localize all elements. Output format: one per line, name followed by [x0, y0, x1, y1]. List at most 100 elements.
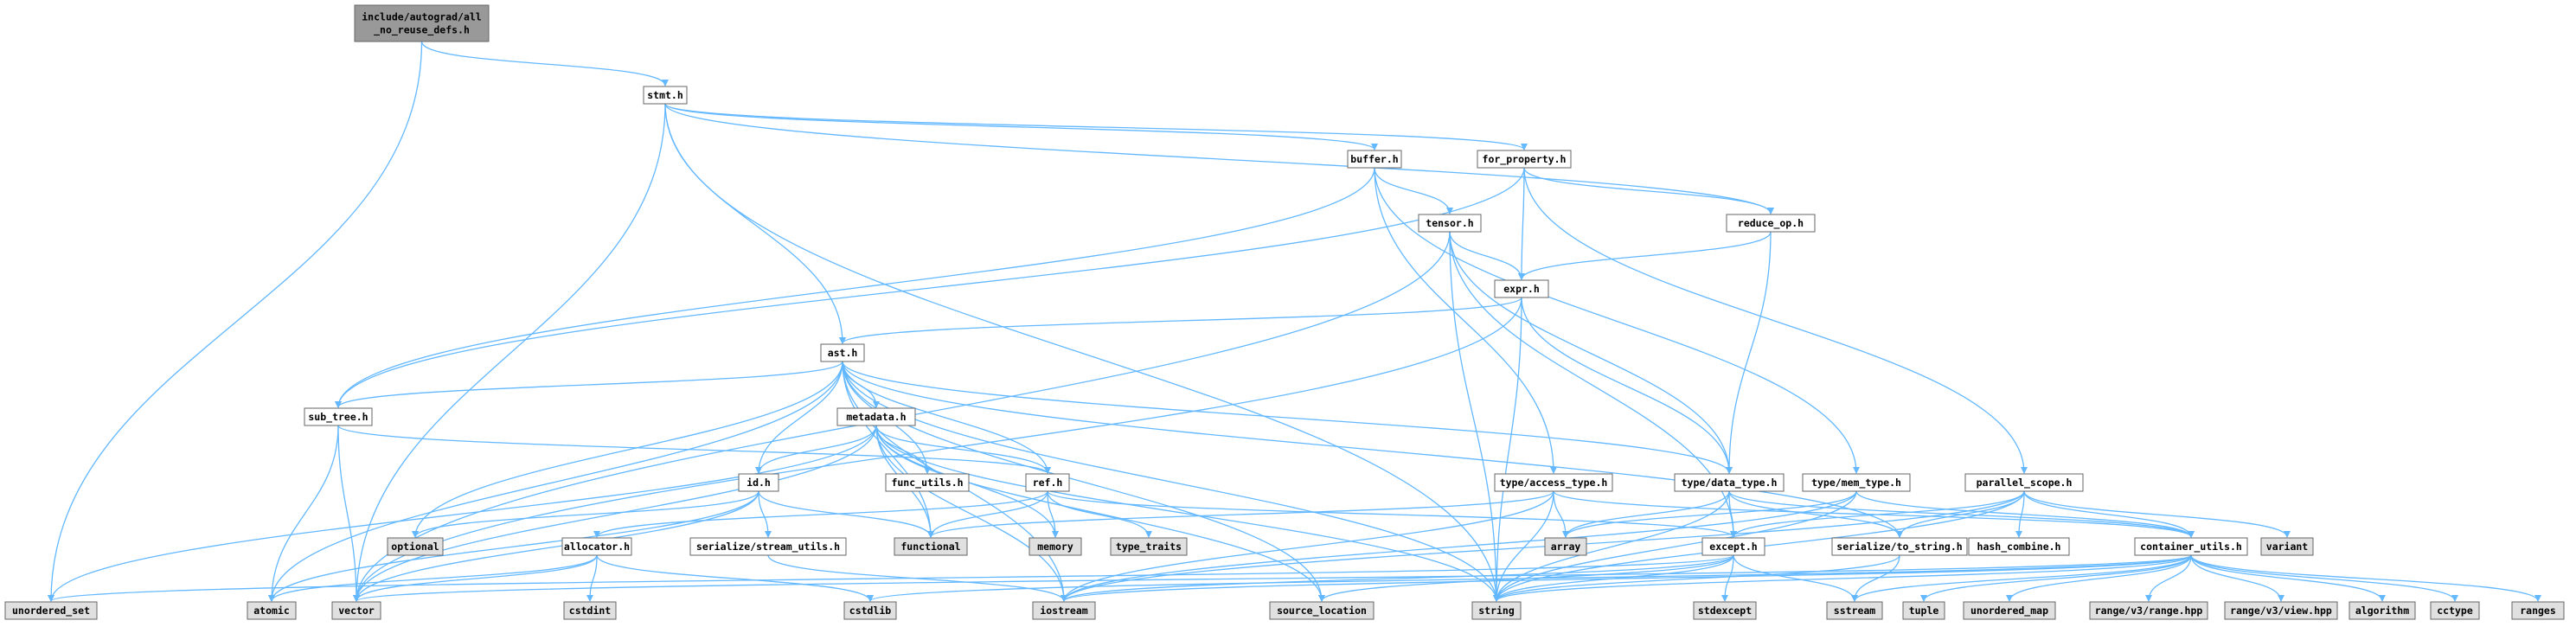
node-box-vector [331, 601, 381, 620]
node-box-tensor [1418, 214, 1482, 233]
edge-ast-to-string [842, 361, 1500, 602]
edge-buffer-to-tensor [1374, 167, 1453, 214]
node-viewhpp: range/v3/view.hpp [2224, 601, 2338, 620]
edge-except-to-unorderedset [48, 554, 1734, 602]
edge-ast-to-subtree [335, 361, 843, 408]
edge-containerutils-to-iostream [1061, 554, 2192, 602]
edge-id-to-optional [412, 490, 759, 538]
node-box-id [738, 473, 779, 492]
node-atomic: atomic [247, 601, 297, 620]
node-memory: memory [1028, 537, 1082, 556]
edge-buffer-to-subtree [335, 167, 1375, 408]
node-label-expr: expr.h [1503, 283, 1540, 295]
node-cctype: cctype [2430, 601, 2480, 620]
node-memtype[interactable]: type/mem_type.h [1802, 473, 1911, 492]
edge-allocator-to-cstdlib [596, 554, 874, 602]
node-label-sstream: sstream [1834, 605, 1876, 617]
node-label-typetraits: type_traits [1116, 541, 1182, 553]
edge-metadata-to-id [755, 425, 877, 474]
node-id[interactable]: id.h [738, 473, 779, 492]
node-label-unorderedmap: unordered_map [1970, 605, 2048, 617]
node-label-containerutils: container_utils.h [2140, 541, 2242, 553]
edge-expr-to-ast [839, 297, 1522, 344]
edge-subtree-to-ref [337, 425, 1051, 474]
node-tensor[interactable]: tensor.h [1418, 214, 1482, 233]
node-box-stmt [643, 86, 688, 105]
node-streamutils[interactable]: serialize/stream_utils.h [689, 537, 847, 556]
edge-ast-to-atomic [268, 361, 843, 602]
edge-ast-to-functional [842, 361, 934, 538]
node-datatype[interactable]: type/data_type.h [1674, 473, 1785, 492]
node-label-ranges: ranges [2520, 605, 2556, 617]
node-box-root [354, 4, 490, 42]
edge-accesstype-to-iostream [1061, 490, 1554, 602]
edge-memtype-to-iostream [1061, 490, 1857, 602]
edge-ast-to-id [755, 361, 843, 474]
node-label-stmt: stmt.h [647, 89, 683, 101]
node-stdexcept: stdexcept [1693, 601, 1757, 620]
node-variant: variant [2260, 537, 2314, 556]
edge-parscope-to-except [1730, 490, 2025, 538]
edge-datatype-to-array [1562, 490, 1730, 538]
edge-forprop-to-subtree [335, 167, 1525, 408]
node-box-iostream [1032, 601, 1096, 620]
node-box-cstdlib [843, 601, 897, 620]
edge-buffer-to-accesstype [1374, 167, 1557, 474]
node-label-vector: vector [338, 605, 375, 617]
node-label-string: string [1478, 605, 1515, 617]
edge-ast-to-datatype [842, 361, 1733, 474]
node-root[interactable]: include/autograd/all_no_reuse_defs.h [354, 4, 490, 42]
node-hashcombine[interactable]: hash_combine.h [1968, 537, 2070, 556]
node-label-functional: functional [900, 541, 960, 553]
node-reduceop[interactable]: reduce_op.h [1726, 214, 1816, 233]
node-tuple: tuple [1902, 601, 1945, 620]
node-label-except: except.h [1709, 541, 1757, 553]
node-box-containerutils [2134, 537, 2248, 556]
node-box-cctype [2430, 601, 2480, 620]
node-label-buffer: buffer.h [1350, 153, 1398, 165]
node-expr[interactable]: expr.h [1494, 279, 1549, 298]
edge-parscope-to-variant [2023, 490, 2291, 538]
node-box-forprop [1477, 150, 1572, 169]
edge-ast-to-ref [842, 361, 1051, 474]
node-box-ranges [2511, 601, 2565, 620]
node-buffer[interactable]: buffer.h [1347, 150, 1402, 169]
edge-stmt-to-ast [664, 103, 846, 344]
node-allocator[interactable]: allocator.h [561, 537, 632, 556]
edge-expr-to-string [1493, 297, 1522, 602]
node-cstdint: cstdint [563, 601, 617, 620]
edge-stmt-to-reduceop [664, 103, 1774, 214]
node-accesstype[interactable]: type/access_type.h [1494, 473, 1613, 492]
node-stmt[interactable]: stmt.h [643, 86, 688, 105]
edge-stmt-to-string [664, 103, 1500, 602]
node-funcutils[interactable]: func_utils.h [885, 473, 970, 492]
node-label-tuple: tuple [1909, 605, 1939, 617]
node-subtree[interactable]: sub_tree.h [304, 407, 373, 426]
node-box-functional [894, 537, 968, 556]
edge-containerutils-to-ranges [2190, 554, 2541, 602]
node-ast[interactable]: ast.h [820, 343, 865, 362]
node-except[interactable]: except.h [1701, 537, 1765, 556]
node-box-tostring [1831, 537, 1968, 556]
edge-metadata-to-ref [875, 425, 1051, 474]
node-string: string [1471, 601, 1522, 620]
node-label-memory: memory [1037, 541, 1073, 553]
edge-metadata-to-iostream [875, 425, 1067, 602]
node-label-atomic: atomic [253, 605, 290, 617]
node-ref[interactable]: ref.h [1025, 473, 1070, 492]
node-containerutils[interactable]: container_utils.h [2134, 537, 2248, 556]
node-tostring[interactable]: serialize/to_string.h [1831, 537, 1968, 556]
edge-id-to-functional [758, 490, 934, 538]
node-metadata[interactable]: metadata.h [836, 407, 916, 426]
node-forprop[interactable]: for_property.h [1477, 150, 1572, 169]
node-label-forprop: for_property.h [1483, 153, 1567, 166]
node-box-viewhpp [2224, 601, 2338, 620]
edge-except-to-iostream [1061, 554, 1734, 602]
node-parscope[interactable]: parallel_scope.h [1964, 473, 2084, 492]
edge-containerutils-to-viewhpp [2190, 554, 2284, 602]
edge-accesstype-to-functional [927, 490, 1554, 538]
node-label-rangehpp: range/v3/range.hpp [2095, 605, 2203, 617]
edge-subtree-to-atomic [268, 425, 339, 602]
edge-containerutils-to-cstdlib [867, 554, 2192, 602]
